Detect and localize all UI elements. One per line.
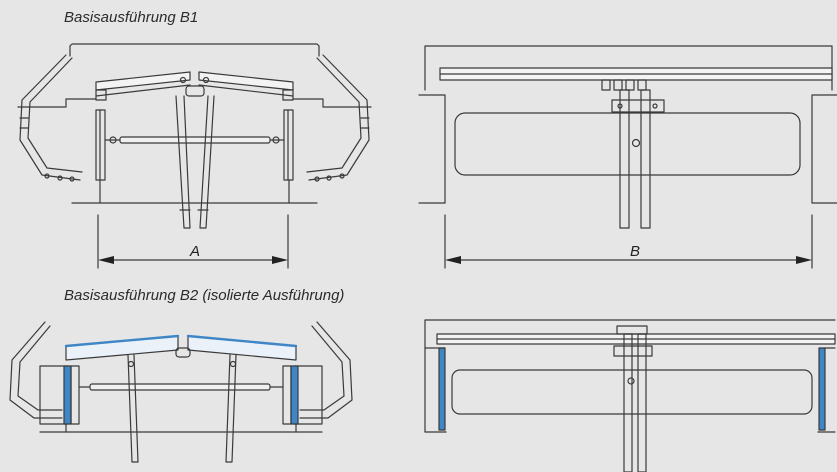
- b1-top-bracket: [69, 43, 320, 57]
- b2-front-insulation-right: [818, 347, 826, 431]
- b1-front-view: [418, 45, 837, 269]
- b1-front-panel: [454, 112, 801, 176]
- dimension-label-b: B: [630, 243, 640, 260]
- b1-spindles: [175, 95, 215, 229]
- b1-section-view: [17, 43, 372, 269]
- b1-right-flap: [306, 54, 370, 182]
- b1-front-spindles: [619, 89, 651, 229]
- b2-front-insulation-left: [438, 347, 446, 431]
- caption-basic-version-b2: Basisausführung B2 (isolierte Ausführung…: [64, 287, 345, 304]
- b2-section-view: [9, 321, 353, 463]
- caption-basic-version-b1: Basisausführung B1: [64, 9, 199, 26]
- b2-insulation-left: [63, 365, 72, 425]
- b2-front-view: [424, 319, 836, 472]
- dimension-label-a: A: [189, 243, 200, 260]
- b1-dimension-a: [97, 214, 289, 269]
- b1-left-flap: [19, 54, 83, 182]
- b1-horizontal-strut: [104, 136, 285, 144]
- b1-curb: [95, 109, 294, 181]
- b1-front-hinges: [601, 79, 665, 113]
- b1-base: [17, 98, 372, 204]
- b1-lids: [95, 71, 294, 101]
- b2-insulation-right: [290, 365, 299, 425]
- b1-dimension-b: [444, 214, 813, 269]
